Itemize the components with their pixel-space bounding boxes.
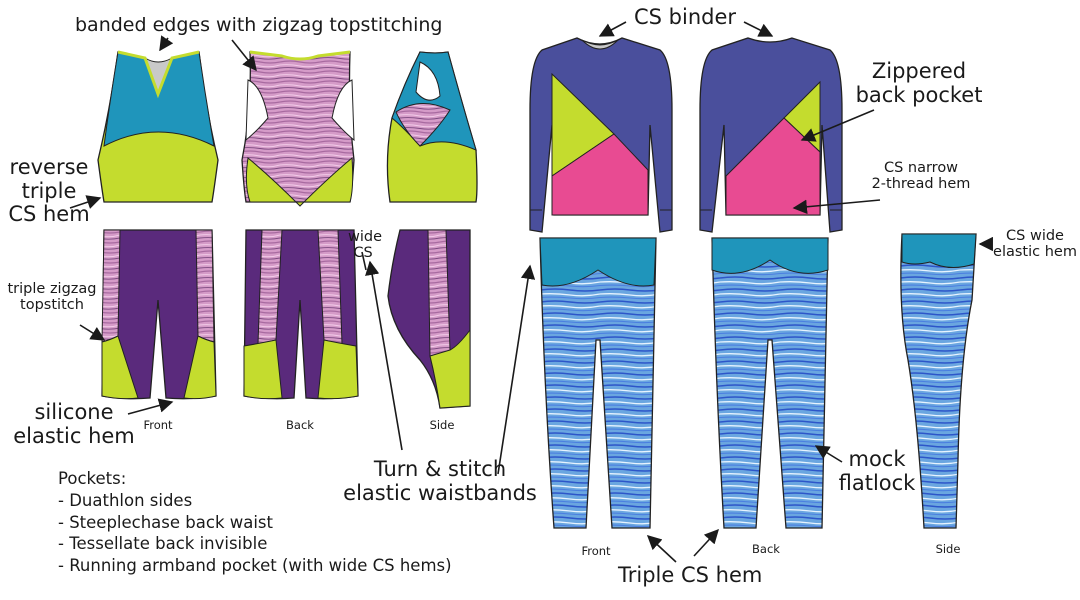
caption-tights-side: Side [935, 542, 961, 556]
tank-back [241, 50, 355, 207]
label-wide-cs: wide CS [348, 229, 383, 262]
label-cs-binder: CS binder [634, 5, 737, 29]
caption-shorts-side: Side [429, 418, 455, 432]
label-line: elastic hem [13, 423, 135, 448]
pocket-item: - Steeplechase back waist [58, 512, 273, 532]
longsleeve-back [699, 37, 843, 233]
label-turn-stitch: Turn & stitch elastic waistbands [340, 457, 540, 505]
caption-tights-front: Front [581, 544, 611, 558]
label-zippered-back-pocket: Zippered back pocket [852, 59, 986, 107]
label-line: CS wide [1006, 228, 1064, 244]
label-line: reverse [9, 155, 89, 179]
label-line: triple zigzag [7, 281, 97, 297]
caption-shorts-front: Front [143, 418, 173, 432]
pocket-item: - Tessellate back invisible [58, 534, 268, 554]
label-line: Zippered [871, 59, 967, 83]
label-line: CS narrow [883, 160, 959, 176]
pockets-title: Pockets: [58, 469, 127, 488]
label-line: back pocket [855, 82, 983, 107]
caption-shorts-back: Back [286, 418, 314, 432]
tights-front [539, 237, 657, 529]
label-line: CS [353, 245, 373, 262]
label-cs-narrow-hem: CS narrow 2-thread hem [862, 160, 980, 192]
shorts-front [101, 229, 217, 400]
tank-side [386, 51, 478, 203]
label-line: elastic waistbands [343, 480, 537, 505]
label-line: CS hem [8, 202, 90, 227]
label-line: silicone [34, 400, 114, 424]
pockets-list: Pockets: - Duathlon sides - Steeplechase… [58, 468, 452, 577]
label-silicone-elastic-hem: silicone elastic hem [12, 400, 136, 448]
caption-tights-back: Back [752, 542, 780, 556]
label-line: wide [348, 229, 383, 245]
label-line: topstitch [20, 297, 84, 314]
label-reverse-triple-cs-hem: reverse triple CS hem [0, 155, 98, 227]
label-mock-flatlock: mock flatlock [832, 447, 922, 495]
label-line: Turn & stitch [373, 457, 507, 481]
label-triple-zigzag: triple zigzag topstitch [0, 281, 104, 313]
pocket-item: - Running armband pocket (with wide CS h… [58, 556, 452, 576]
shorts-back [243, 229, 359, 400]
label-line: flatlock [838, 470, 916, 495]
tank-front [97, 50, 219, 203]
label-banded-edges: banded edges with zigzag topstitching [75, 14, 443, 36]
label-cs-wide-elastic-hem: CS wide elastic hem [992, 228, 1078, 260]
tights-side [900, 233, 977, 529]
label-triple-cs-hem: Triple CS hem [618, 563, 763, 587]
pocket-item: - Duathlon sides [58, 490, 193, 510]
label-line: mock [848, 447, 906, 471]
annotation-arrows [69, 21, 993, 563]
label-line: triple [21, 178, 77, 203]
tights-back [711, 237, 829, 529]
longsleeve-front [529, 37, 673, 233]
label-line: 2-thread hem [871, 176, 971, 193]
label-line: elastic hem [993, 244, 1077, 261]
shorts-side [387, 229, 471, 409]
